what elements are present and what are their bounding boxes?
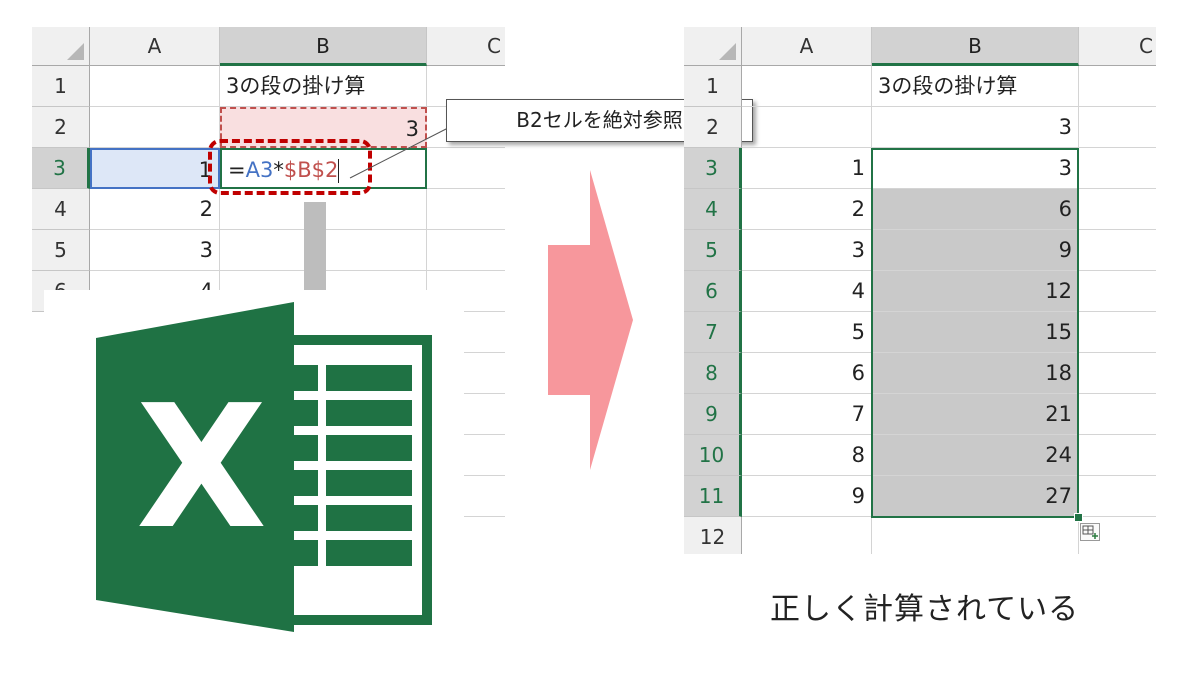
cell-c7-right[interactable] <box>1079 312 1156 353</box>
column-header-b-right[interactable]: B <box>872 27 1079 66</box>
cell-a10-right[interactable]: 8 <box>742 435 872 476</box>
cell-b5-right[interactable]: 9 <box>872 230 1079 271</box>
cell-c5[interactable] <box>427 230 505 271</box>
column-header-c[interactable]: C <box>427 27 505 66</box>
cell-a1[interactable] <box>90 66 220 107</box>
right-arrow-icon <box>548 170 633 470</box>
cell-a1-right[interactable] <box>742 66 872 107</box>
row-header-12-right[interactable]: 12 <box>684 517 742 554</box>
cell-a5-right[interactable]: 3 <box>742 230 872 271</box>
text-cursor <box>338 159 340 183</box>
column-header-a[interactable]: A <box>90 27 220 66</box>
cell-b6-right[interactable]: 12 <box>872 271 1079 312</box>
cell-b2-right[interactable]: 3 <box>872 107 1079 148</box>
row-header-7-right[interactable]: 7 <box>684 312 742 353</box>
cell-a8-right[interactable]: 6 <box>742 353 872 394</box>
cell-a12-right[interactable] <box>742 517 872 554</box>
cell-c11-right[interactable] <box>1079 476 1156 517</box>
cell-b1[interactable]: 3の段の掛け算 <box>220 66 427 107</box>
row-header-5[interactable]: 5 <box>32 230 90 271</box>
cell-a4[interactable]: 2 <box>90 189 220 230</box>
row-header-4-right[interactable]: 4 <box>684 189 742 230</box>
cell-c2-right[interactable] <box>1079 107 1156 148</box>
cell-c6[interactable] <box>427 271 505 312</box>
quick-analysis-icon[interactable] <box>1080 523 1100 541</box>
cell-b1-right[interactable]: 3の段の掛け算 <box>872 66 1079 107</box>
cell-a6-right[interactable]: 4 <box>742 271 872 312</box>
row-header-1[interactable]: 1 <box>32 66 90 107</box>
cell-c1-right[interactable] <box>1079 66 1156 107</box>
cell-a9-right[interactable]: 7 <box>742 394 872 435</box>
cell-a4-right[interactable]: 2 <box>742 189 872 230</box>
cell-b11-right[interactable]: 27 <box>872 476 1079 517</box>
row-header-8-right[interactable]: 8 <box>684 353 742 394</box>
row-header-3-right[interactable]: 3 <box>684 148 742 189</box>
cell-a5[interactable]: 3 <box>90 230 220 271</box>
cell-c3-right[interactable] <box>1079 148 1156 189</box>
cell-b4-right[interactable]: 6 <box>872 189 1079 230</box>
select-all-corner-right[interactable] <box>684 27 742 66</box>
left-spreadsheet: A B C 1 2 3 4 5 6 3の段の掛け算 3 1 =A3*$B$2 2… <box>32 27 505 553</box>
row-header-3[interactable]: 3 <box>32 148 90 189</box>
cell-c6-right[interactable] <box>1079 271 1156 312</box>
fill-handle[interactable] <box>1074 513 1083 522</box>
select-all-corner[interactable] <box>32 27 90 66</box>
formula-ref-a3: A3 <box>245 158 274 182</box>
cell-b10-right[interactable]: 24 <box>872 435 1079 476</box>
cell-b8-right[interactable]: 18 <box>872 353 1079 394</box>
cell-a2-right[interactable] <box>742 107 872 148</box>
cell-c2[interactable] <box>427 107 505 148</box>
excel-logo: X <box>44 290 464 660</box>
cell-c10-right[interactable] <box>1079 435 1156 476</box>
column-header-b[interactable]: B <box>220 27 427 66</box>
formula-operator: * <box>273 158 284 182</box>
cell-a3[interactable]: 1 <box>90 148 220 189</box>
row-header-2-right[interactable]: 2 <box>684 107 742 148</box>
quick-analysis-glyph <box>1082 525 1098 539</box>
cell-c4-right[interactable] <box>1079 189 1156 230</box>
formula-ref-b2: $B$2 <box>283 158 339 182</box>
cell-b7-right[interactable]: 15 <box>872 312 1079 353</box>
result-caption: 正しく計算されている <box>770 592 1080 627</box>
excel-logo-letter: X <box>136 369 268 567</box>
cell-c8-right[interactable] <box>1079 353 1156 394</box>
formula-highlight-box <box>208 139 372 195</box>
cell-c5-right[interactable] <box>1079 230 1156 271</box>
cell-b3-right[interactable]: 3 <box>872 148 1079 189</box>
row-header-5-right[interactable]: 5 <box>684 230 742 271</box>
formula-equals: = <box>228 158 246 182</box>
column-header-c-right[interactable]: C <box>1079 27 1156 66</box>
cell-c4[interactable] <box>427 189 505 230</box>
cell-a7-right[interactable]: 5 <box>742 312 872 353</box>
cell-b12-right[interactable] <box>872 517 1079 554</box>
cell-b9-right[interactable]: 21 <box>872 394 1079 435</box>
cell-a3-right[interactable]: 1 <box>742 148 872 189</box>
row-header-2[interactable]: 2 <box>32 107 90 148</box>
row-header-4[interactable]: 4 <box>32 189 90 230</box>
row-header-1-right[interactable]: 1 <box>684 66 742 107</box>
column-header-a-right[interactable]: A <box>742 27 872 66</box>
row-header-10-right[interactable]: 10 <box>684 435 742 476</box>
fill-drag-indicator <box>304 202 326 292</box>
excel-logo-icon <box>96 302 432 632</box>
row-header-6-right[interactable]: 6 <box>684 271 742 312</box>
cell-a11-right[interactable]: 9 <box>742 476 872 517</box>
row-header-9-right[interactable]: 9 <box>684 394 742 435</box>
row-header-11-right[interactable]: 11 <box>684 476 742 517</box>
cell-c3[interactable] <box>427 148 505 189</box>
cell-a2[interactable] <box>90 107 220 148</box>
cell-c9-right[interactable] <box>1079 394 1156 435</box>
